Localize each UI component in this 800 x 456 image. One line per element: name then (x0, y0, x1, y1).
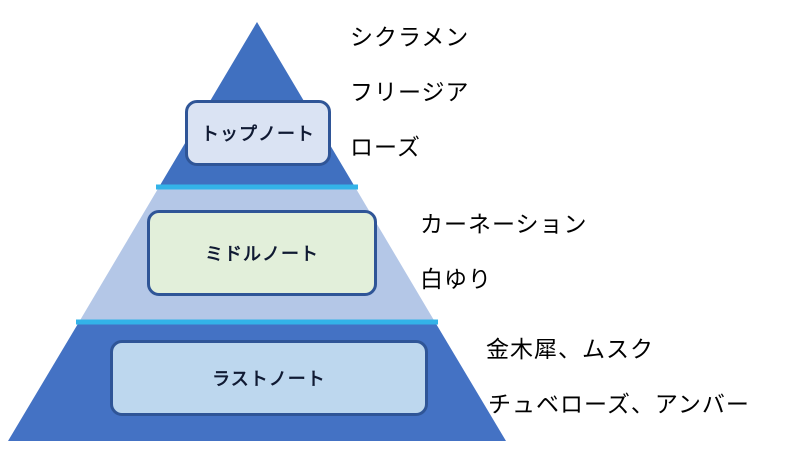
top-note-ingredient-rose: ローズ (350, 135, 421, 161)
middle-note-label: ミドルノート (205, 244, 319, 264)
last-note-box: ラストノート (110, 340, 428, 416)
middle-note-ingredient-carnation: カーネーション (420, 212, 588, 238)
last-note-ingredient-osmanthus-musk: 金木犀、ムスク (486, 337, 654, 363)
last-note-ingredient-tuberose-amber: チュベローズ、アンバー (488, 392, 750, 418)
top-note-ingredient-cyclamen: シクラメン (350, 25, 470, 51)
middle-note-box: ミドルノート (147, 210, 377, 296)
top-note-label: トップノート (201, 124, 315, 144)
last-note-label: ラストノート (212, 369, 326, 389)
middle-note-ingredient-white-lily: 白ゆり (420, 267, 492, 293)
top-note-ingredient-freesia: フリージア (350, 80, 470, 106)
top-note-box: トップノート (185, 100, 331, 166)
